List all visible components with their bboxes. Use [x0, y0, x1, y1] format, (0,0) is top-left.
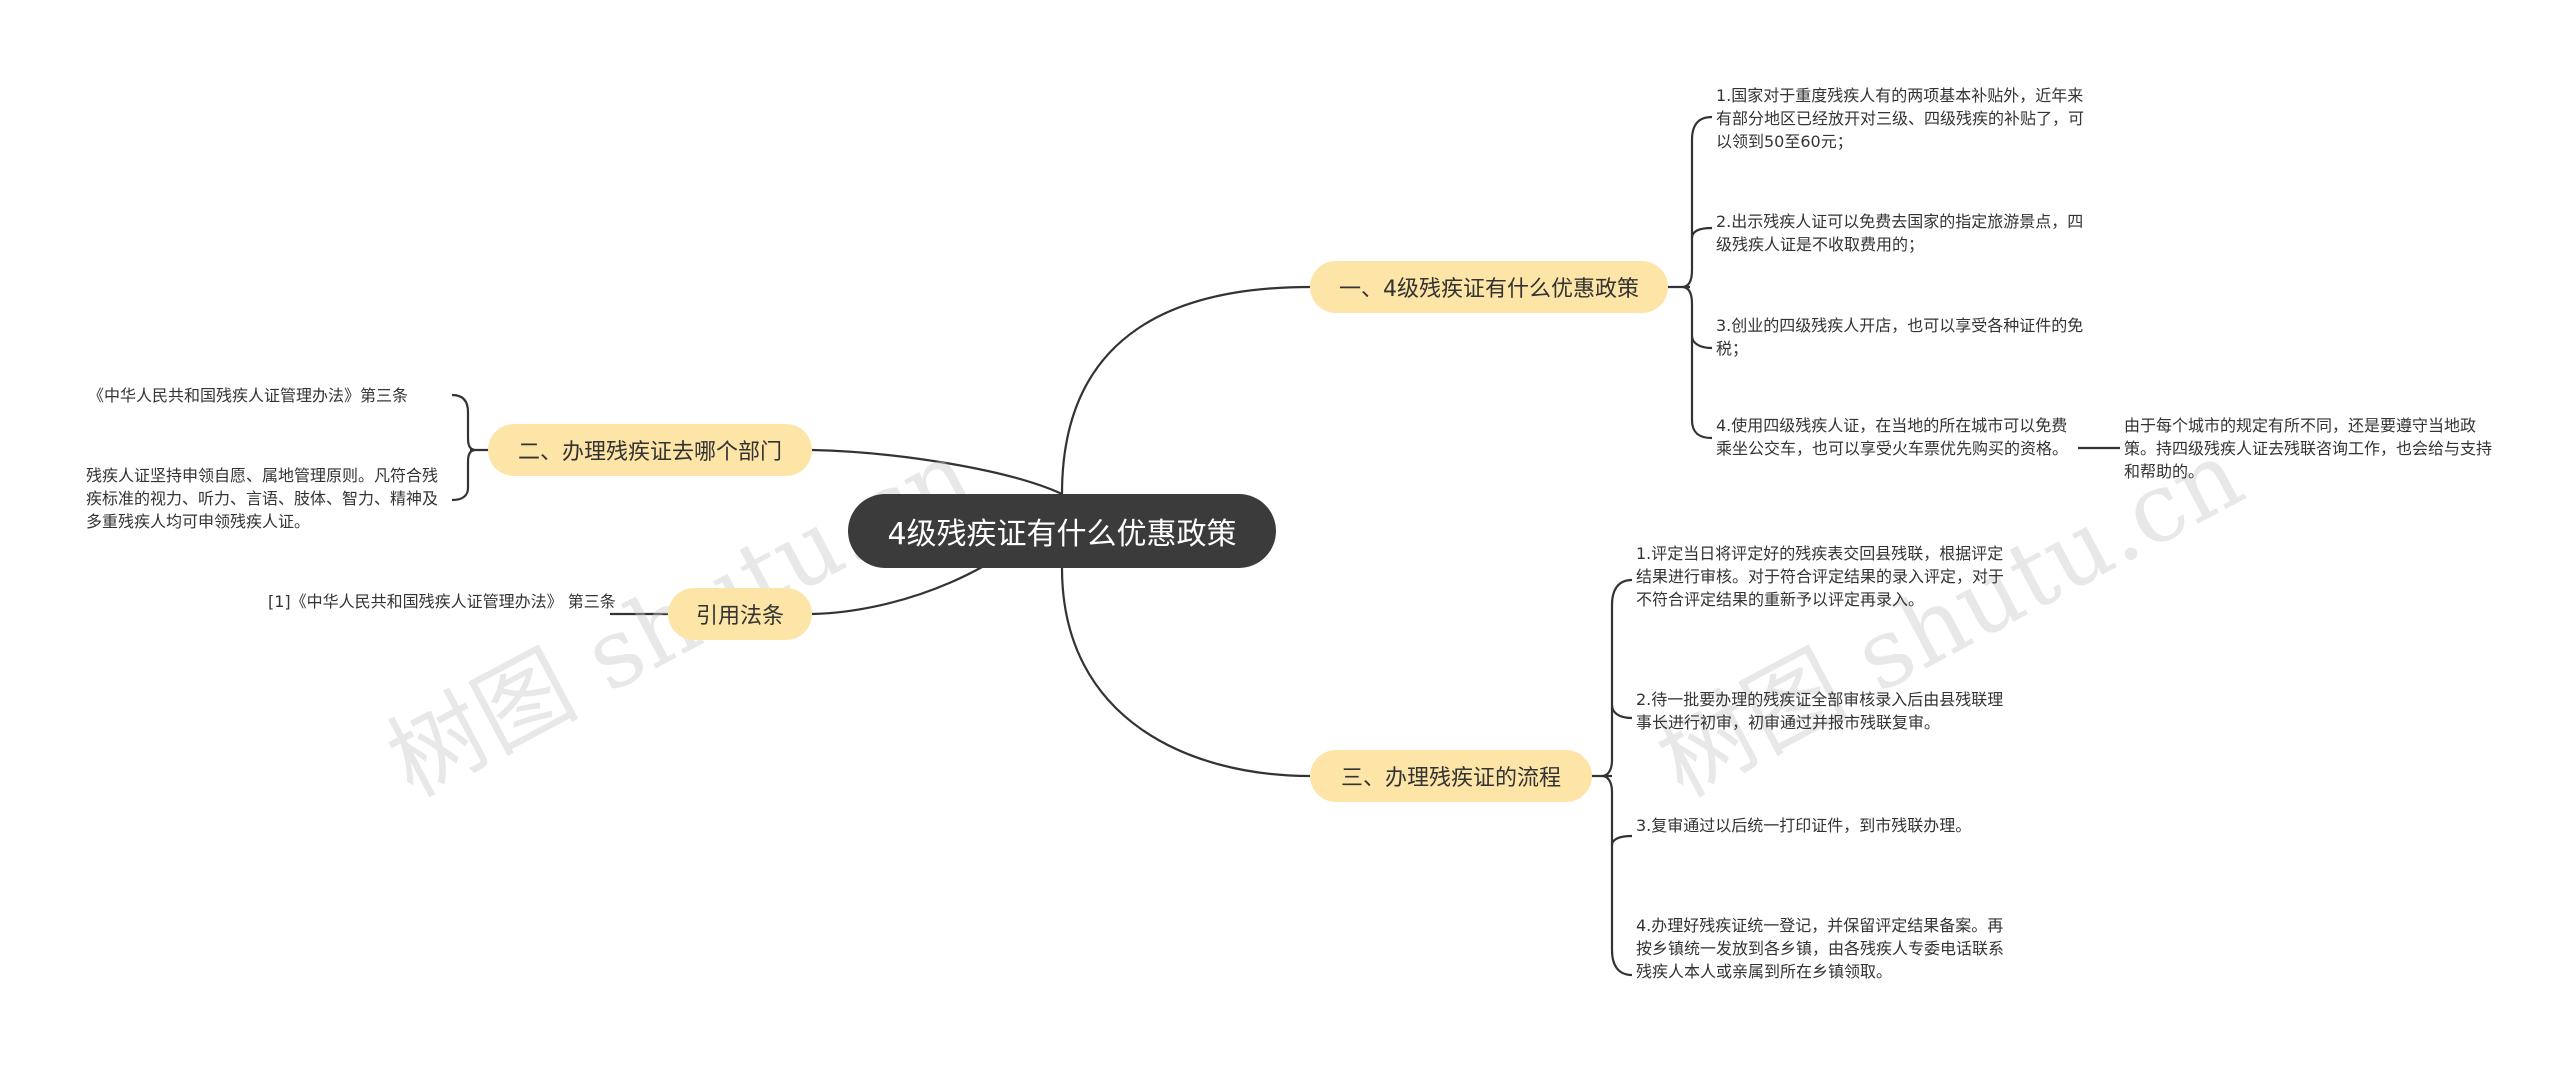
- leaf-benefit-3: 3.创业的四级残疾人开店，也可以享受各种证件的免税；: [1716, 316, 2084, 358]
- leaf-benefit-note: 由于每个城市的规定有所不同，还是要遵守当地政策。持四级残疾人证去残联咨询工作，也…: [2124, 416, 2493, 481]
- edge-root-b1: [1060, 285, 1311, 495]
- bracket-b1: [1668, 115, 1713, 440]
- leaf-process-2: 2.待一批要办理的残疾证全部审核录入后由县残联理事长进行初审，初审通过并报市残联…: [1636, 690, 2004, 732]
- leaf-process-1: 1.评定当日将评定好的残疾表交回县残联，根据评定结果进行审核。对于符合评定结果的…: [1636, 544, 2005, 609]
- edge-root-b4: [1060, 567, 1311, 778]
- leaf-benefit-4: 4.使用四级残疾人证，在当地的所在城市可以免费乘坐公交车，也可以享受火车票优先购…: [1716, 416, 2069, 458]
- branch-citation[interactable]: 引用法条: [668, 588, 812, 640]
- branch-process[interactable]: 三、办理残疾证的流程: [1310, 750, 1592, 802]
- leaf-process-3: 3.复审通过以后统一打印证件，到市残联办理。: [1636, 816, 1972, 835]
- bracket-b4: [1592, 578, 1633, 977]
- leaf-law-title: 《中华人民共和国残疾人证管理办法》第三条: [88, 386, 409, 405]
- leaf-benefit-2: 2.出示残疾人证可以免费去国家的指定旅游景点，四级残疾人证是不收取费用的；: [1716, 212, 2084, 254]
- branch-department[interactable]: 二、办理残疾证去哪个部门: [488, 424, 812, 476]
- bracket-b2: [451, 393, 488, 502]
- branch-benefits[interactable]: 一、4级残疾证有什么优惠政策: [1310, 261, 1668, 313]
- leaf-law-content: 残疾人证坚持申领自愿、属地管理原则。凡符合残疾标准的视力、听力、言语、肢体、智力…: [86, 466, 439, 531]
- leaf-citation: [1]《中华人民共和国残疾人证管理办法》 第三条: [268, 592, 616, 611]
- leaf-benefit-1: 1.国家对于重度残疾人有的两项基本补贴外，近年来有部分地区已经放开对三级、四级残…: [1716, 86, 2085, 151]
- edge-root-b2: [811, 448, 1063, 495]
- leaf-process-4: 4.办理好残疾证统一登记，并保留评定结果备案。再按乡镇统一发放到各乡镇，由各残疾…: [1636, 916, 2005, 981]
- root-node[interactable]: 4级残疾证有什么优惠政策: [848, 494, 1276, 568]
